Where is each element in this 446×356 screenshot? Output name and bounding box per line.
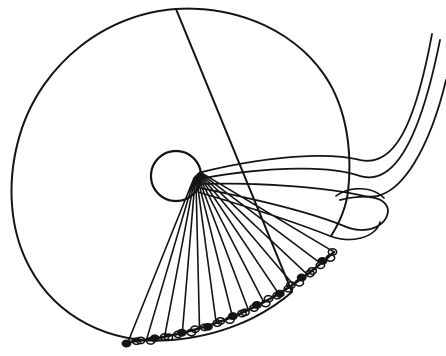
thread-line xyxy=(147,178,195,340)
thread-line xyxy=(200,172,321,263)
beaded-edge xyxy=(122,249,336,347)
loose-strands xyxy=(198,34,446,240)
strand xyxy=(198,192,380,240)
outer-disc xyxy=(12,9,350,341)
strand xyxy=(202,34,432,172)
strand xyxy=(204,40,440,178)
strand xyxy=(202,80,446,197)
